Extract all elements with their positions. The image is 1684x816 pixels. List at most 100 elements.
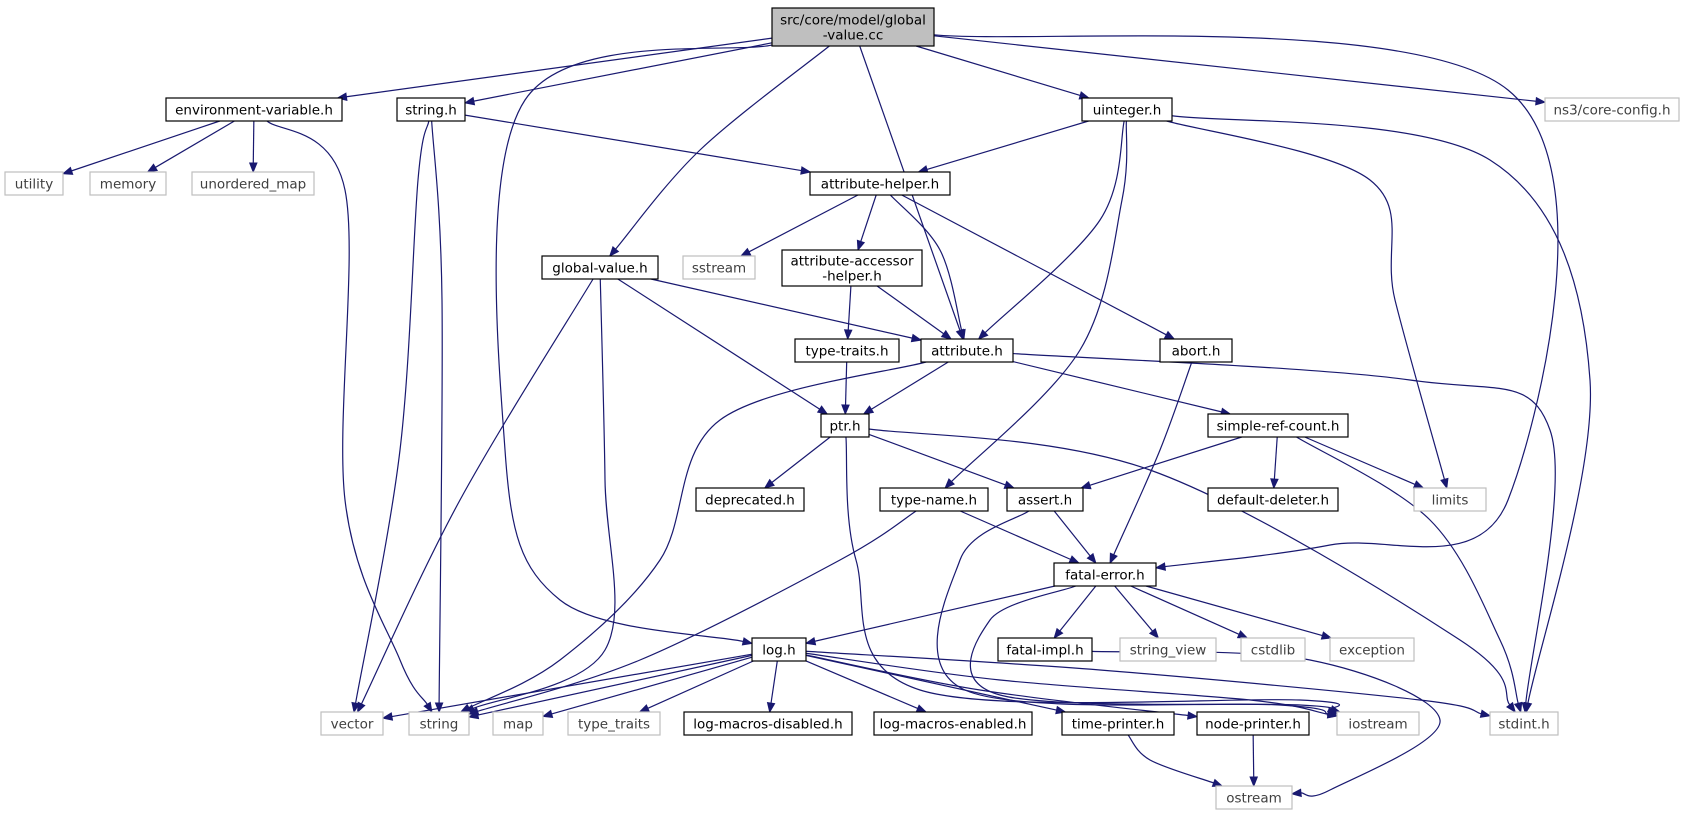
file-node-simpleref[interactable]: simple-ref-count.h [1207,413,1349,438]
node-label: exception [1339,643,1405,659]
file-node-type_traits: type_traits [567,711,661,736]
edge-fatalerror-to-log [804,585,1056,646]
file-node-deprecated[interactable]: deprecated.h [695,487,805,512]
edge-uinteger-to-limits [1166,120,1449,490]
file-node-typetraits_h[interactable]: type-traits.h [794,338,900,363]
edge-arrowhead [146,163,159,173]
file-node-iostream: iostream [1336,711,1420,736]
edge-root-to-string_h [463,42,773,106]
edge-accessor-to-attribute [876,285,953,340]
node-box [541,255,659,280]
node-label: global-value.h [552,261,647,277]
edge-line [1059,585,1097,632]
node-box [997,637,1093,662]
node-box [1081,97,1173,122]
edge-line [951,120,1128,483]
edge-line [889,194,963,331]
file-node-ptr[interactable]: ptr.h [820,413,870,438]
edge-line [1145,585,1323,637]
node-box [396,97,466,122]
file-node-accessor[interactable]: attribute-accessor-helper.h [781,249,923,287]
edge-arrowhead [1154,562,1166,571]
edge-arrowhead [1187,711,1199,720]
file-node-typename[interactable]: type-name.h [879,487,989,512]
node-label: src/core/model/global [780,13,926,29]
file-node-attrhelper[interactable]: attribute-helper.h [809,171,951,196]
node-label: simple-ref-count.h [1217,419,1340,435]
file-node-assert[interactable]: assert.h [1006,487,1084,512]
file-node-map: map [492,711,544,736]
edge-arrowhead [1163,330,1176,340]
edge-arrowhead [856,239,866,252]
edge-arrowhead [1211,778,1224,787]
file-node-abort[interactable]: abort.h [1159,338,1233,363]
file-node-globalvalue[interactable]: global-value.h [541,255,659,280]
edge-arrowhead [459,703,472,713]
node-box [695,487,805,512]
node-box [794,338,900,363]
edge-arrowhead [61,166,74,175]
edge-arrowhead [1079,480,1092,490]
node-box [1159,338,1233,363]
nodes-layer: src/core/model/global-value.cc environmen… [4,7,1680,810]
edge-line [805,654,1189,717]
node-label: string.h [405,103,457,119]
edge-attrhelper-to-sstream [739,194,859,257]
file-node-nodeprinter[interactable]: node-printer.h [1196,711,1310,736]
node-label: limits [1432,493,1469,509]
edge-arrowhead [804,636,817,646]
file-node-fatalimpl[interactable]: fatal-impl.h [997,637,1093,662]
edge-line [551,656,753,715]
node-box [1006,487,1084,512]
file-node-logenabled[interactable]: log-macros-enabled.h [873,711,1033,736]
edge-arrowhead [1109,552,1118,565]
file-node-env[interactable]: environment-variable.h [165,97,343,122]
file-node-string_h[interactable]: string.h [396,97,466,122]
edge-line [901,194,1167,336]
edge-uinteger-to-attribute [977,120,1125,340]
edge-string_h-to-string [431,120,444,714]
edge-arrowhead [608,245,620,258]
node-box [1413,487,1487,512]
file-node-timeprinter[interactable]: time-printer.h [1061,711,1175,736]
edge-line [360,278,594,705]
file-node-fatalerror[interactable]: fatal-error.h [1053,562,1157,587]
node-box [873,711,1033,736]
edge-arrowhead [467,710,480,720]
edge-attrhelper-to-accessor [856,194,877,252]
edge-arrowhead [357,701,366,714]
node-label: stdint.h [1498,717,1549,733]
edge-arrowhead [1412,480,1425,489]
edge-line [650,278,913,339]
file-node-defdeleter[interactable]: default-deleter.h [1207,487,1339,512]
node-box [1215,785,1293,810]
edge-log-to-nodeprinter [805,654,1199,720]
file-node-logdisabled[interactable]: log-macros-disabled.h [683,711,853,736]
edge-arrowhead [248,162,258,174]
node-label: environment-variable.h [175,103,333,119]
node-box [1207,487,1339,512]
edge-root-to-fatalerror [933,34,1559,571]
edge-arrowhead [1506,701,1517,714]
file-node-uinteger[interactable]: uinteger.h [1081,97,1173,122]
edge-line [959,510,1071,560]
edge-line [868,433,1006,486]
edge-arrowhead [1479,709,1492,718]
edge-log-to-map [541,656,753,718]
edge-typetraits_h-to-ptr [841,361,850,416]
node-label: string [420,717,459,733]
root-file-node[interactable]: src/core/model/global-value.cc [771,7,935,47]
file-node-attribute[interactable]: attribute.h [920,338,1014,363]
file-node-log[interactable]: log.h [751,637,807,662]
edge-line [844,361,848,406]
edge-arrowhead [910,333,923,343]
file-node-coreconfig: ns3/core-config.h [1544,97,1680,122]
edge-arrowhead [940,329,953,340]
edge-arrowhead [1326,709,1339,719]
node-box [683,711,853,736]
edge-line [984,120,1125,334]
edge-assert-to-iostream [936,510,1339,719]
node-box [1489,711,1559,736]
edge-line [468,361,927,709]
